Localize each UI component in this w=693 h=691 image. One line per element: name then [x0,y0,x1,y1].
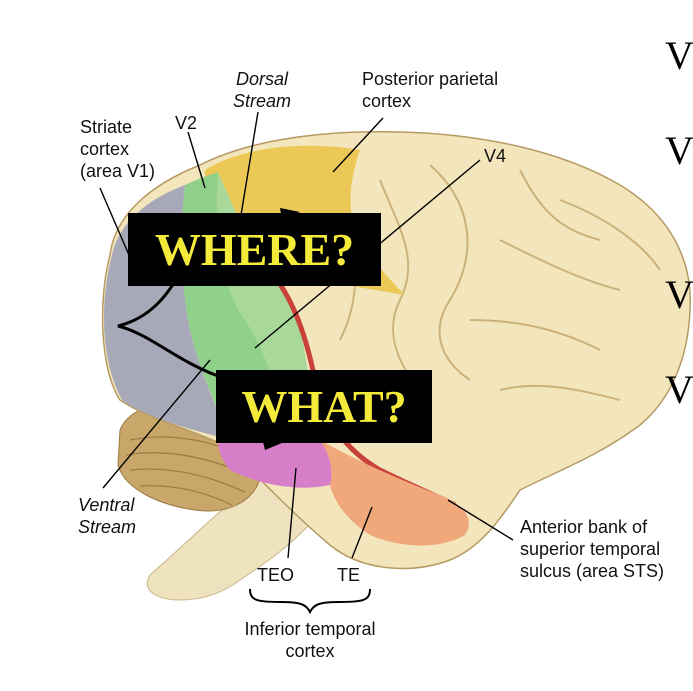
te-label: TE [337,565,361,585]
teo-area [217,430,332,488]
itc-line-1: Inferior temporal [244,619,376,639]
ventral-line-2: Stream [78,517,137,537]
what-banner: WHAT? [216,370,432,443]
dorsal-line-1: Dorsal [236,69,289,89]
itc-line-2: cortex [285,641,335,661]
striate-line-3: (area V1) [80,161,156,181]
sts-line-1: Anterior bank of [520,517,648,537]
cutoff-glyph-3: V [665,272,693,317]
ppc-line-1: Posterior parietal [362,69,499,89]
striate-cortex-label: Striate cortex (area V1) [80,116,155,182]
inferior-temporal-brace [249,588,371,615]
cutoff-glyph-4: V [665,367,693,412]
ventral-line-1: Ventral [78,495,135,515]
v2-label: V2 [175,113,198,133]
gyri [339,164,661,401]
teo-label: TEO [257,565,295,585]
striate-line-2: cortex [80,139,130,159]
dorsal-stream-label: Dorsal Stream [233,68,291,112]
cutoff-glyph-1: V [665,33,693,78]
striate-line-1: Striate [80,117,133,137]
where-banner: WHERE? [128,213,381,286]
ppc-line-2: cortex [362,91,412,111]
sts-label: Anterior bank of superior temporal sulcu… [520,516,664,582]
posterior-parietal-label: Posterior parietal cortex [362,68,498,112]
v4-label: V4 [484,146,507,166]
ventral-stream-label: Ventral Stream [78,494,136,538]
sts-line-2: superior temporal [520,539,661,559]
dorsal-line-2: Stream [233,91,292,111]
inferior-temporal-label: Inferior temporal cortex [235,618,385,662]
stream-divergence-arrow [117,261,219,378]
te-area [320,440,469,546]
sts-line-3: sulcus (area STS) [520,561,665,581]
cutoff-glyph-2: V [665,128,693,173]
